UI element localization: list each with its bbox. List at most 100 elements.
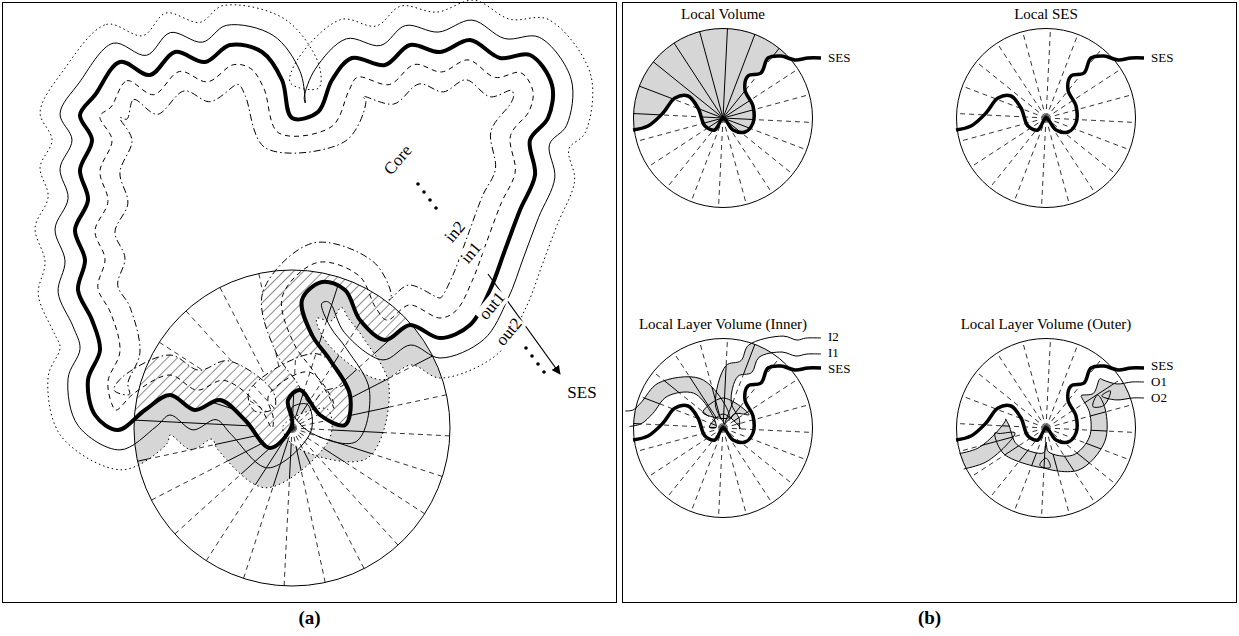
dashed-ray: [1042, 118, 1046, 208]
layer-label: SES: [827, 51, 851, 65]
solid-ray: [719, 118, 723, 208]
solid-ray: [719, 428, 723, 518]
dashed-ray: [956, 114, 1046, 118]
solid-ray: [691, 428, 723, 512]
solid-ray: [976, 372, 1046, 428]
dashed-ray: [719, 118, 723, 208]
dashed-ray: [719, 428, 723, 518]
dashed-ray: [1023, 31, 1046, 118]
layer-label: SES: [1150, 359, 1174, 373]
solid-ray: [723, 69, 798, 118]
dashed-ray: [962, 86, 1046, 118]
dashed-ray: [1046, 379, 1121, 428]
dashed-ray: [1046, 95, 1133, 118]
solid-ray: [723, 118, 813, 122]
local-ses-figure: [956, 28, 1144, 208]
dashed-ray: [723, 118, 807, 150]
sphere-circle: [957, 29, 1136, 208]
layer-label: I2: [827, 330, 840, 344]
solid-ray: [700, 31, 723, 118]
solid-ray: [723, 95, 810, 118]
ses-contour: [75, 40, 553, 448]
local-sphere-node: Local SESSES: [956, 28, 1136, 208]
dashed-ray: [691, 118, 723, 202]
sphere-title: Local Layer Volume (Inner): [639, 317, 807, 333]
dashed-ray: [971, 118, 1046, 167]
dashed-ray: [1046, 118, 1136, 122]
solid-ray: [723, 28, 727, 118]
panel-caption: (b): [622, 608, 1237, 628]
ses-curve: [633, 366, 821, 443]
dashed-ray: [1046, 338, 1050, 428]
layer-label: out1: [474, 287, 510, 325]
dashed-ray: [1042, 428, 1046, 518]
sphere-outline: [633, 338, 813, 518]
layer-label: I1: [827, 346, 840, 360]
inner-hatching: [75, 40, 553, 448]
layer-label: O2: [1150, 391, 1168, 405]
ellipsis-dot: [524, 346, 528, 350]
local-sphere: [35, 0, 593, 586]
sphere-circle: [634, 339, 813, 518]
local-sphere-node: Local Layer Volume (Inner)I2I1SES: [633, 338, 813, 518]
sphere-outline: [633, 28, 813, 208]
sphere-circle: [957, 339, 1136, 518]
ellipsis-dot: [542, 370, 546, 374]
contour-in2: [114, 80, 514, 412]
local-sphere-node: Local VolumeSES: [633, 28, 813, 208]
sphere-circle: [634, 29, 813, 208]
dashed-ray: [1046, 48, 1102, 118]
solid-ray: [1014, 428, 1046, 512]
solid-ray: [723, 405, 810, 428]
layer-label: in2: [440, 216, 470, 247]
layer-curve: [625, 336, 821, 424]
dashed-ray: [1046, 118, 1116, 174]
local-inner-figure: [625, 336, 821, 518]
solid-ray: [284, 428, 292, 586]
ellipsis-dot: [416, 182, 420, 186]
panel-frame: (a): [2, 2, 617, 603]
dashed-ray: [1046, 69, 1121, 118]
solid-ray: [723, 118, 807, 150]
solid-ray: [292, 356, 433, 428]
ses-curve: [956, 366, 1144, 443]
sphere-title: Local Layer Volume (Outer): [961, 317, 1132, 333]
layer-label: SES: [565, 384, 598, 402]
layer-label: O1: [1150, 375, 1168, 389]
dashed-ray: [723, 428, 813, 432]
layer-label: out2: [491, 313, 527, 351]
outer-shading: [35, 0, 593, 488]
sphere-title: Local SES: [1014, 7, 1078, 23]
dashed-ray: [1046, 118, 1130, 150]
solid-ray: [723, 428, 813, 432]
shaded-region: [583, 0, 821, 132]
local-sphere-node: Local Layer Volume (Outer)SESO1O2: [956, 338, 1136, 518]
panel-frame: Local VolumeSESLocal SESSESLocal Layer V…: [622, 2, 1237, 603]
panel-a-figure: [35, 0, 593, 586]
panel-caption: (a): [2, 608, 617, 628]
ellipsis-dot: [530, 354, 534, 358]
solid-ray: [723, 118, 793, 174]
sphere-outline: [956, 338, 1136, 518]
solid-ray: [292, 428, 425, 514]
solid-ray: [639, 86, 723, 118]
sphere-outline: [134, 270, 450, 586]
solid-ray: [633, 114, 723, 118]
shaded-region: [960, 379, 1144, 472]
solid-ray: [723, 428, 807, 460]
solid-ray: [648, 118, 723, 167]
dashed-ray: [976, 62, 1046, 118]
layer-label: in1: [456, 237, 486, 268]
contour-out2: [35, 0, 593, 488]
sphere-title: Local Volume: [681, 7, 765, 23]
solid-ray: [691, 118, 723, 202]
solid-ray: [292, 428, 398, 545]
ellipsis-dot: [536, 362, 540, 366]
contour-out1: [55, 20, 573, 468]
dashed-ray: [723, 428, 793, 484]
solid-ray: [292, 428, 450, 436]
layer-label: SES: [827, 362, 851, 376]
solid-ray: [1046, 405, 1133, 428]
solid-ray: [648, 428, 723, 477]
dashed-ray: [976, 372, 1046, 428]
